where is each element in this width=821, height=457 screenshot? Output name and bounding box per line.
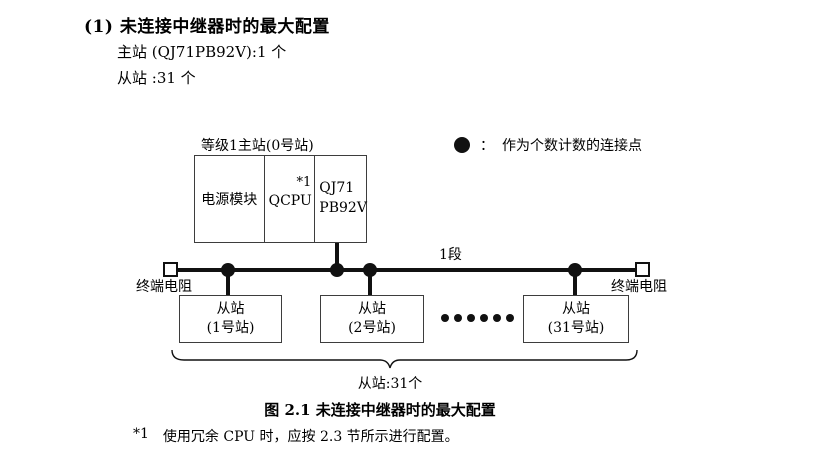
connection-point-dot — [221, 263, 235, 277]
pb92v-label-line1: QJ71 — [319, 180, 355, 196]
footnote: *1 使用冗余 CPU 时，应按 2.3 节所示进行配置。 — [133, 426, 459, 446]
connection-point-dot — [568, 263, 582, 277]
slave2-drop-line — [368, 271, 372, 295]
slave-station-box-31: 从站 (31号站) — [523, 295, 629, 343]
terminating-resistor-left-label: 终端电阻 — [136, 279, 192, 295]
slave1-drop-line — [226, 271, 230, 295]
connection-point-dot-icon — [454, 137, 470, 153]
legend-colon: ： — [480, 138, 494, 154]
qcpu-cell: *1 QCPU — [265, 156, 316, 242]
bus-line — [176, 268, 637, 272]
slave1-label-line1: 从站 — [216, 301, 245, 317]
connection-point-dot — [363, 263, 377, 277]
figure-caption: 图 2.1 未连接中继器时的最大配置 — [264, 401, 496, 419]
qcpu-label: QCPU — [268, 193, 312, 209]
slave-count-line: 从站 :31 个 — [117, 69, 196, 87]
connection-point-dot — [330, 263, 344, 277]
slave31-label-line2: (31号站) — [547, 320, 605, 336]
terminating-resistor-right-icon — [635, 262, 650, 277]
terminating-resistor-right-label: 终端电阻 — [611, 279, 667, 295]
brace — [171, 349, 638, 369]
slave31-drop-line — [573, 271, 577, 295]
slave2-label-line2: (2号站) — [348, 320, 396, 336]
master-station-label: 等级1主站(0号站) — [201, 138, 314, 154]
power-module-cell: 电源模块 — [195, 156, 265, 242]
segment-label: 1段 — [439, 247, 462, 263]
pb92v-cell: QJ71 PB92V — [315, 156, 367, 242]
master-station-box: 电源模块 *1 QCPU QJ71 PB92V — [194, 155, 367, 243]
qcpu-footnote-marker: *1 — [296, 175, 312, 190]
ellipsis-dots-icon — [441, 314, 514, 322]
slave2-label-line1: 从站 — [358, 301, 386, 317]
master-drop-line — [335, 243, 339, 269]
terminating-resistor-left-icon — [163, 262, 178, 277]
slave-station-box-1: 从站 (1号站) — [179, 295, 282, 343]
footnote-text: 使用冗余 CPU 时，应按 2.3 节所示进行配置。 — [162, 429, 459, 445]
footnote-marker: *1 — [133, 426, 149, 442]
pb92v-label-line2: PB92V — [319, 200, 367, 216]
legend: ： 作为个数计数的连接点 — [454, 135, 642, 155]
brace-label: 从站:31个 — [357, 376, 423, 392]
slave31-label-line1: 从站 — [562, 301, 590, 317]
slave-station-box-2: 从站 (2号站) — [320, 295, 424, 343]
section-heading: (1) 未连接中继器时的最大配置 — [84, 17, 330, 37]
slave1-label-line2: (1号站) — [206, 320, 255, 336]
master-count-line: 主站 (QJ71PB92V):1 个 — [117, 43, 287, 61]
legend-text: 作为个数计数的连接点 — [502, 138, 642, 154]
